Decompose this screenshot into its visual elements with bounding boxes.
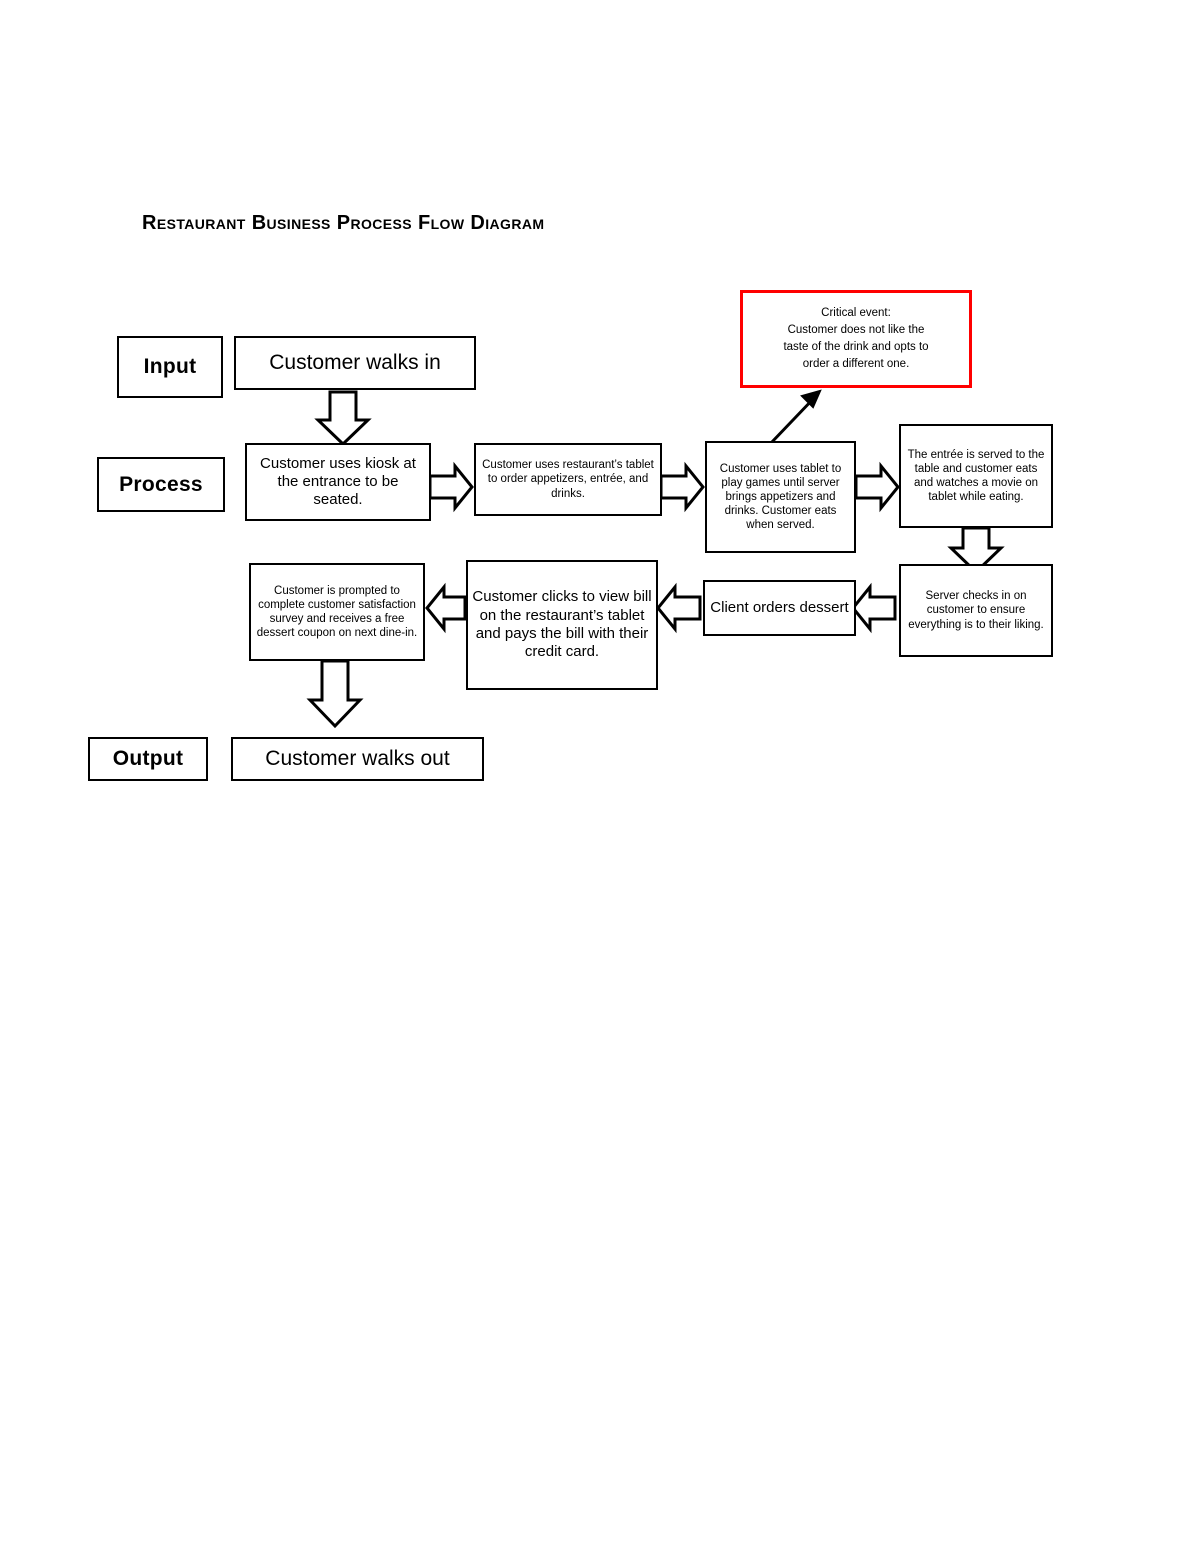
node-process-1[interactable]: Customer uses kiosk at the entrance to b… — [245, 443, 431, 521]
arrow-process8-to-output — [306, 659, 364, 729]
node-process-8[interactable]: Customer is prompted to complete custome… — [249, 563, 425, 661]
critical-event-line-3: taste of the drink and opts to — [783, 341, 929, 353]
node-process-6[interactable]: Client orders dessert — [703, 580, 856, 636]
node-process-5-text: Server checks in on customer to ensure e… — [908, 590, 1044, 631]
lane-label-input: Input — [117, 336, 223, 398]
lane-label-process-text: Process — [119, 472, 203, 496]
node-process-2-text: Customer uses restaurant’s tablet to ord… — [482, 459, 654, 500]
critical-event-line-2: Customer does not like the — [787, 323, 925, 336]
lane-label-input-text: Input — [143, 355, 197, 379]
node-output-step[interactable]: Customer walks out — [231, 737, 484, 781]
node-process-2[interactable]: Customer uses restaurant’s tablet to ord… — [474, 443, 662, 516]
node-input-step-text: Customer walks in — [269, 351, 441, 375]
arrow-process6-to-process7 — [656, 582, 702, 634]
arrow-process3-to-critical-line — [769, 395, 817, 445]
node-process-5[interactable]: Server checks in on customer to ensure e… — [899, 564, 1053, 657]
node-input-step[interactable]: Customer walks in — [234, 336, 476, 390]
node-process-7[interactable]: Customer clicks to view bill on the rest… — [466, 560, 658, 690]
node-critical-event-text: Critical event: Customer does not like t… — [747, 305, 965, 374]
node-process-8-text: Customer is prompted to complete custome… — [256, 584, 418, 640]
arrow-process1-to-process2 — [428, 461, 474, 513]
arrow-process7-to-process8 — [425, 582, 467, 634]
node-process-6-text: Client orders dessert — [710, 598, 849, 616]
lane-label-process: Process — [97, 457, 225, 512]
lane-label-output: Output — [88, 737, 208, 781]
node-process-4[interactable]: The entrée is served to the table and cu… — [899, 424, 1053, 528]
node-output-step-text: Customer walks out — [265, 747, 450, 771]
arrow-process3-to-process4 — [854, 461, 900, 513]
node-process-3-text: Customer uses tablet to play games until… — [719, 462, 842, 532]
node-critical-event[interactable]: Critical event: Customer does not like t… — [740, 290, 972, 388]
page-title: Restaurant Business Process Flow Diagram — [142, 212, 545, 234]
critical-event-line-4: order a different one. — [802, 358, 910, 371]
node-process-4-text: The entrée is served to the table and cu… — [907, 448, 1045, 504]
arrow-process5-to-process6 — [851, 582, 897, 634]
arrow-process3-to-critical-head — [800, 389, 822, 409]
arrow-process2-to-process3 — [659, 461, 705, 513]
node-process-1-text: Customer uses kiosk at the entrance to b… — [260, 454, 416, 509]
lane-label-output-text: Output — [112, 747, 184, 771]
node-process-7-text: Customer clicks to view bill on the rest… — [472, 588, 652, 661]
critical-event-line-1: Critical event: — [821, 306, 891, 319]
arrow-input-to-process1 — [314, 390, 372, 447]
node-process-3[interactable]: Customer uses tablet to play games until… — [705, 441, 856, 553]
